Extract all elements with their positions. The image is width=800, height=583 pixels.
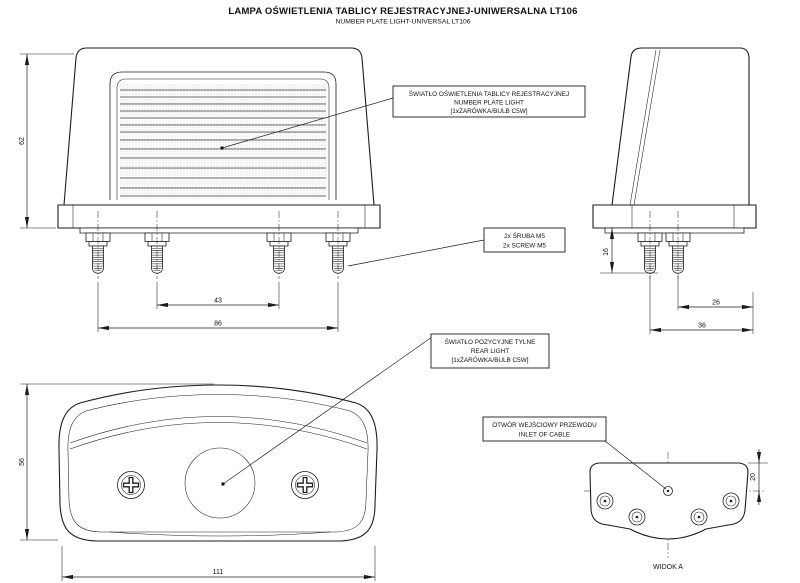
drawing-title: LAMPA OŚWIETLENIA TABLICY REJESTRACYJNEJ…: [228, 5, 577, 17]
title-block: LAMPA OŚWIETLENIA TABLICY REJESTRACYJNEJ…: [228, 5, 577, 26]
dim-side-offsets: 26 36: [649, 275, 754, 334]
callout-rear-line1: ŚWIATŁO POZYCYJNE TYLNE: [445, 337, 536, 346]
lens-texture: [120, 83, 326, 199]
dim-111-label: 111: [213, 569, 224, 576]
side-flange: [592, 204, 757, 234]
view-label-widok-a: WIDOK A: [653, 564, 683, 571]
dim-inlet-offset: 20: [748, 449, 768, 505]
callout-rear-line2: REAR LIGHT: [471, 348, 509, 355]
bottom-hole-1: [596, 492, 614, 510]
leader-dot: [220, 146, 224, 150]
dim-43-label: 43: [214, 298, 222, 305]
dim-36-label: 36: [698, 323, 706, 330]
dim-26-label: 26: [712, 300, 720, 307]
front-view: 62 43 86: [18, 47, 381, 332]
dim-20-label: 20: [750, 473, 757, 481]
callout-screws-line1: 2x ŚRUBA M5: [504, 231, 545, 240]
drawing-subtitle: NUMBER PLATE LIGHT-UNIVERSAL LT106: [335, 19, 470, 26]
bottom-hole-3: [690, 508, 708, 526]
front-flange: [57, 204, 381, 234]
bottom-hole-2: [628, 508, 646, 526]
callout-cable-inlet: OTWÓR WEJŚCIOWY PRZEWODU INLET OF CABLE: [482, 416, 667, 490]
dim-front-height: 62: [18, 53, 74, 229]
phillips-cross-icon: [122, 476, 140, 494]
lens-ribs: [120, 89, 326, 197]
rear-inner-outline: [67, 394, 369, 533]
dim-86-label: 86: [214, 321, 222, 328]
rear-outline: [58, 384, 378, 542]
callout-screws-line2: 2x SCREW M5: [503, 243, 546, 250]
lens-outer-frame: [109, 71, 337, 200]
lens-inner-frame: [116, 78, 330, 200]
side-view: 16 26 36: [592, 47, 757, 334]
callout-npl-line2: NUMBER PLATE LIGHT: [454, 100, 524, 107]
rear-view: 56 111: [18, 383, 378, 581]
rear-light-window: [184, 447, 256, 519]
dim-screw-spacing: 43 86: [97, 282, 339, 332]
dim-screw-protrusion: 16: [600, 228, 658, 274]
rear-screw-right: [291, 471, 319, 499]
phillips-cross-icon: [296, 476, 314, 494]
callout-rear-light: ŚWIATŁO POZYCYJNE TYLNE REAR LIGHT [1xŻA…: [221, 333, 550, 486]
callout-npl-line3: [1xŻARÓWKA/BULB C5W]: [450, 106, 527, 115]
dim-62-label: 62: [19, 137, 26, 145]
callout-screws: 2x ŚRUBA M5 2x SCREW M5: [347, 227, 566, 267]
bottom-view-widok-a: 20 WIDOK A: [584, 449, 768, 571]
dim-body-height: 56: [18, 383, 214, 541]
rear-screw-left: [117, 471, 145, 499]
bottom-outline: [589, 462, 749, 540]
leader-dot: [221, 482, 225, 486]
callout-number-plate-light: ŚWIATŁO OŚWIETLENIA TABLICY REJESTRACYJN…: [220, 85, 586, 150]
dim-56-label: 56: [19, 458, 26, 466]
dim-16-label: 16: [603, 248, 610, 256]
side-body-outline: [611, 47, 750, 206]
callout-rear-line3: [1xŻARÓWKA/BULB C5W]: [451, 355, 528, 364]
dim-body-width: 111: [61, 546, 376, 581]
callout-inlet-line1: OTWÓR WEJŚCIOWY PRZEWODU: [492, 420, 597, 429]
cable-inlet-hole: [663, 486, 673, 496]
bottom-hole-4: [722, 492, 740, 510]
callout-npl-line1: ŚWIATŁO OŚWIETLENIA TABLICY REJESTRACYJN…: [409, 89, 569, 98]
callout-inlet-line2: INLET OF CABLE: [519, 432, 570, 439]
